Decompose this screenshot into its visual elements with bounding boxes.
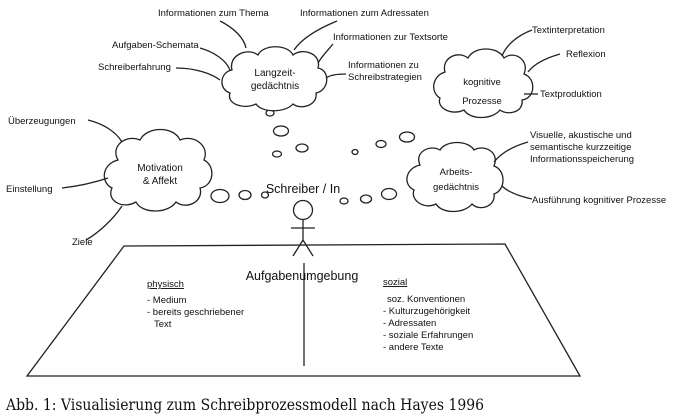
thought-bubbles-motivation (210, 188, 270, 204)
annotation-info-strategien-line1: Informationen zu (348, 60, 419, 71)
social-item: soz. Konventionen (387, 294, 465, 305)
annotation-speicherung-line1: Visuelle, akustische und (530, 130, 632, 141)
annotation-schreiberfahrung: Schreiberfahrung (98, 62, 171, 73)
connectors-cognitive (501, 29, 561, 95)
cloud-cognitive-label-line1: kognitive (463, 77, 501, 88)
cloud-longterm-label-line1: Langzeit- (254, 68, 295, 79)
annotation-ziele: Ziele (72, 237, 93, 248)
connectors-working (493, 141, 533, 200)
environment-label: Aufgabenumgebung (246, 269, 359, 283)
cloud-working-label-line2: gedächtnis (433, 182, 479, 193)
social-item: - soziale Erfahrungen (383, 330, 473, 341)
annotation-einstellung: Einstellung (6, 184, 52, 195)
annotation-info-textsorte: Informationen zur Textsorte (333, 32, 448, 43)
social-heading: sozial (383, 277, 407, 288)
cloud-working-memory: Arbeits- gedächtnis (406, 141, 504, 213)
annotation-ausfuehrung: Ausführung kognitiver Prozesse (532, 195, 666, 206)
annotation-textproduktion: Textproduktion (540, 89, 602, 100)
writer-figure (291, 199, 315, 257)
cloud-cognitive-label-line2: Prozesse (462, 96, 502, 107)
cloud-motivation-affect: Motivation & Affekt (103, 128, 213, 212)
annotation-textinterpretation: Textinterpretation (532, 25, 605, 36)
annotation-ueberzeugungen: Überzeugungen (8, 116, 76, 127)
annotation-speicherung-line3: Informationsspeicherung (530, 154, 634, 165)
physical-item: - bereits geschriebener (147, 307, 244, 318)
thought-bubbles-longterm (265, 109, 309, 158)
social-item: - andere Texte (383, 342, 444, 353)
thought-bubbles-working (339, 187, 398, 205)
connectors-longterm (175, 20, 347, 81)
annotation-reflexion: Reflexion (566, 49, 606, 60)
figure-caption: Abb. 1: Visualisierung zum Schreibprozes… (5, 395, 484, 414)
cloud-motivation-label-line2: & Affekt (143, 176, 178, 187)
writer-label: Schreiber / In (266, 182, 340, 196)
task-environment-floor (25, 243, 582, 377)
cloud-motivation-label-line1: Motivation (137, 163, 183, 174)
cloud-longterm-label-line2: gedächtnis (251, 81, 299, 92)
annotation-info-thema: Informationen zum Thema (158, 8, 269, 19)
annotation-info-adressaten: Informationen zum Adressaten (300, 8, 429, 19)
cloud-longterm-memory: Langzeit- gedächtnis (221, 46, 328, 112)
annotation-speicherung-line2: semantische kurzzeitige (530, 142, 631, 153)
social-item: - Kulturzugehörigkeit (383, 306, 470, 317)
thought-bubbles-cognitive (351, 131, 416, 156)
social-item: - Adressaten (383, 318, 436, 329)
annotation-info-strategien-line2: Schreibstrategien (348, 72, 422, 83)
cloud-cognitive-processes: kognitive Prozesse (433, 48, 534, 119)
physical-item: - Medium (147, 295, 187, 306)
cloud-working-label-line1: Arbeits- (440, 167, 473, 178)
physical-item: Text (154, 319, 172, 330)
physical-heading: physisch (147, 279, 184, 290)
annotation-aufgaben-schemata: Aufgaben-Schemata (112, 40, 199, 51)
connectors-motivation (61, 119, 123, 241)
